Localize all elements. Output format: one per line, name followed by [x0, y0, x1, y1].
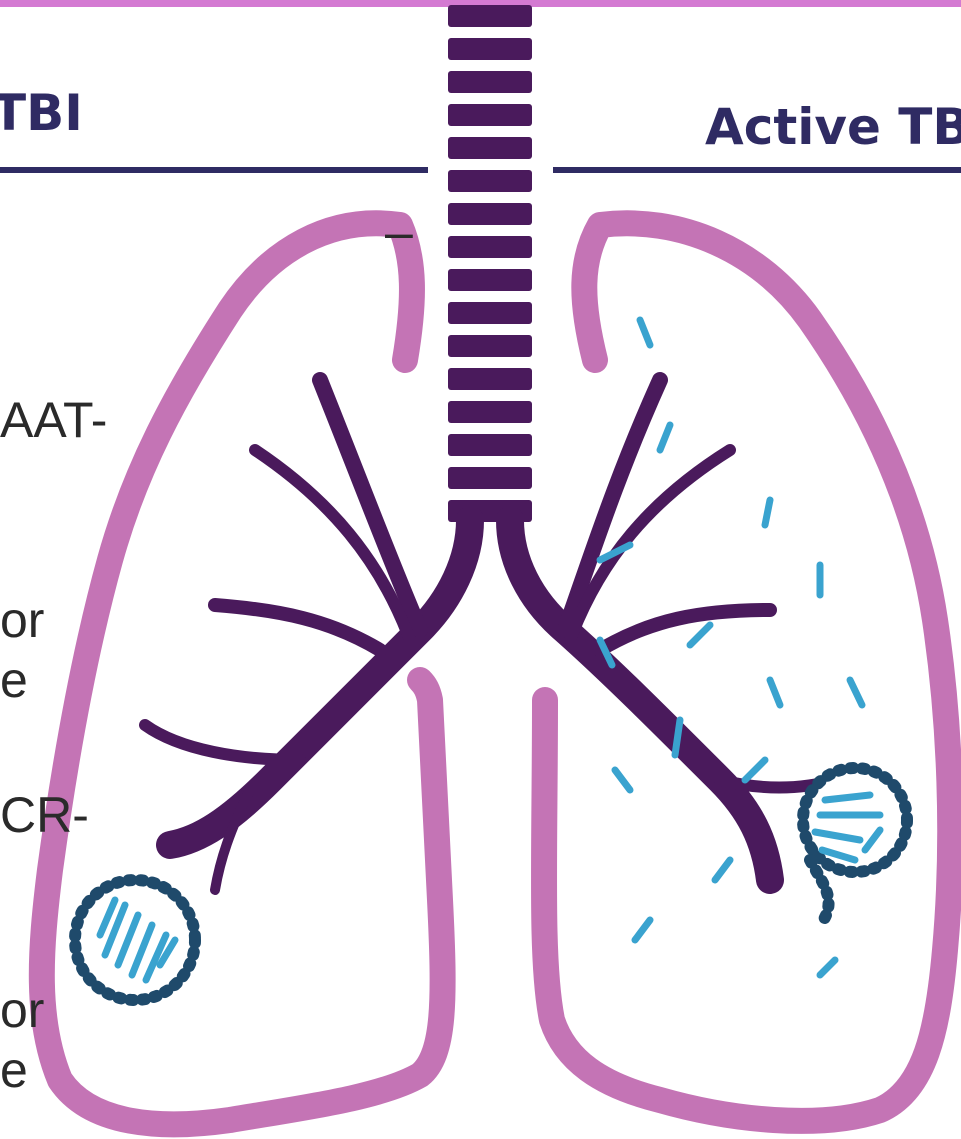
text-fragment-5: CR- [0, 790, 89, 840]
text-fragment-4: e [0, 655, 28, 705]
right-granuloma [803, 768, 907, 925]
left-heading: TBI [0, 88, 83, 138]
trachea [448, 5, 532, 522]
left-granuloma [75, 880, 195, 1000]
right-heading: Active TB [705, 102, 961, 152]
text-fragment-7: e [0, 1045, 28, 1095]
text-fragment-1: – [385, 207, 413, 257]
text-fragment-6: or [0, 985, 44, 1035]
text-fragment-3: or [0, 595, 44, 645]
text-fragment-2: AAT- [0, 395, 107, 445]
bronchial-tree [145, 380, 835, 890]
